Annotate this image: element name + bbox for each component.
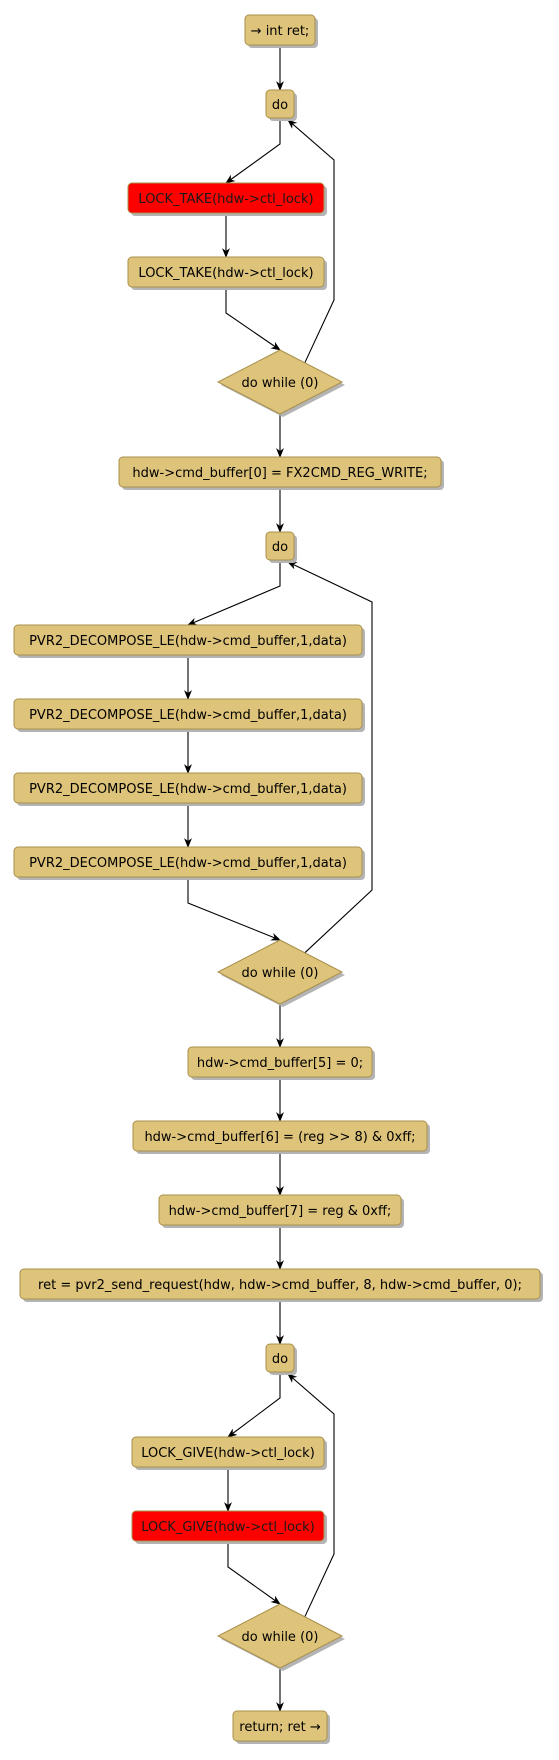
decision-diamond — [216, 939, 344, 1005]
statement-box — [132, 1120, 428, 1152]
node-label: LOCK_GIVE(hdw->ctl_lock) — [141, 1520, 315, 1535]
node-n9: PVR2_DECOMPOSE_LE(hdw->cmd_buffer,1,data… — [13, 772, 365, 806]
node-label: PVR2_DECOMPOSE_LE(hdw->cmd_buffer,1,data… — [29, 708, 347, 723]
node-n7: PVR2_DECOMPOSE_LE(hdw->cmd_buffer,1,data… — [13, 624, 365, 658]
edge-n16-n17 — [227, 1372, 281, 1438]
node-label: do — [272, 98, 288, 113]
statement-box — [232, 1710, 328, 1742]
node-label: LOCK_GIVE(hdw->ctl_lock) — [141, 1446, 315, 1461]
node-label: LOCK_TAKE(hdw->ctl_lock) — [138, 192, 313, 207]
decision-diamond — [216, 349, 344, 415]
node-n13: hdw->cmd_buffer[6] = (reg >> 8) & 0xff; — [132, 1120, 430, 1154]
edge-n6-n7 — [187, 560, 281, 626]
node-n8: PVR2_DECOMPOSE_LE(hdw->cmd_buffer,1,data… — [13, 698, 365, 732]
edges-layer — [184, 45, 373, 1712]
edge-n19-n16 — [287, 1373, 335, 1618]
node-n0: → int ret; — [244, 14, 318, 48]
statement-box — [13, 624, 363, 656]
edge-n1-n2 — [225, 118, 281, 184]
node-n5: hdw->cmd_buffer[0] = FX2CMD_REG_WRITE; — [118, 456, 444, 490]
node-label: do while (0) — [242, 1630, 319, 1645]
node-label: LOCK_TAKE(hdw->ctl_lock) — [138, 266, 313, 281]
node-n6: do — [265, 531, 297, 563]
statement-box — [13, 698, 363, 730]
node-label: hdw->cmd_buffer[5] = 0; — [197, 1056, 363, 1071]
node-label: PVR2_DECOMPOSE_LE(hdw->cmd_buffer,1,data… — [29, 782, 347, 797]
node-n12: hdw->cmd_buffer[5] = 0; — [187, 1046, 375, 1080]
node-label: do — [272, 1352, 288, 1367]
node-label: return; ret → — [239, 1720, 321, 1735]
node-label: hdw->cmd_buffer[6] = (reg >> 8) & 0xff; — [144, 1130, 415, 1145]
nodes-layer: → int ret;doLOCK_TAKE(hdw->ctl_lock)LOCK… — [13, 14, 543, 1744]
node-n19: do while (0) — [216, 1603, 345, 1671]
statement-box — [187, 1046, 373, 1078]
alert-box — [127, 182, 325, 214]
node-label: ret = pvr2_send_request(hdw, hdw->cmd_bu… — [38, 1278, 522, 1293]
edge-n4-n1 — [287, 119, 335, 364]
node-label: hdw->cmd_buffer[7] = reg & 0xff; — [169, 1204, 392, 1219]
statement-box — [118, 456, 442, 488]
node-n3: LOCK_TAKE(hdw->ctl_lock) — [127, 256, 327, 290]
node-n16: do — [265, 1343, 297, 1375]
statement-box — [265, 89, 295, 119]
statement-box — [13, 846, 363, 878]
statement-box — [244, 14, 316, 46]
node-label: do while (0) — [242, 376, 319, 391]
alert-box — [131, 1510, 325, 1542]
node-n1: do — [265, 89, 297, 121]
node-label: PVR2_DECOMPOSE_LE(hdw->cmd_buffer,1,data… — [29, 856, 347, 871]
statement-box — [19, 1268, 541, 1300]
node-n2: LOCK_TAKE(hdw->ctl_lock) — [127, 182, 327, 216]
statement-box — [265, 531, 295, 561]
node-label: do while (0) — [242, 966, 319, 981]
node-label: → int ret; — [251, 24, 310, 39]
node-n11: do while (0) — [216, 939, 345, 1007]
edge-n11-n6 — [287, 561, 373, 954]
edge-n10-n11 — [187, 877, 281, 941]
node-n18: LOCK_GIVE(hdw->ctl_lock) — [131, 1510, 327, 1544]
edge-n3-n4 — [225, 287, 281, 351]
node-n14: hdw->cmd_buffer[7] = reg & 0xff; — [158, 1194, 404, 1228]
statement-box — [13, 772, 363, 804]
edge-n18-n19 — [227, 1541, 281, 1605]
statement-box — [131, 1436, 325, 1468]
statement-box — [127, 256, 325, 288]
node-label: hdw->cmd_buffer[0] = FX2CMD_REG_WRITE; — [132, 466, 427, 481]
node-label: do — [272, 540, 288, 555]
node-n20: return; ret → — [232, 1710, 330, 1744]
node-n4: do while (0) — [216, 349, 345, 417]
node-n15: ret = pvr2_send_request(hdw, hdw->cmd_bu… — [19, 1268, 543, 1302]
decision-diamond — [216, 1603, 344, 1669]
node-n10: PVR2_DECOMPOSE_LE(hdw->cmd_buffer,1,data… — [13, 846, 365, 880]
statement-box — [265, 1343, 295, 1373]
node-n17: LOCK_GIVE(hdw->ctl_lock) — [131, 1436, 327, 1470]
statement-box — [158, 1194, 402, 1226]
node-label: PVR2_DECOMPOSE_LE(hdw->cmd_buffer,1,data… — [29, 634, 347, 649]
